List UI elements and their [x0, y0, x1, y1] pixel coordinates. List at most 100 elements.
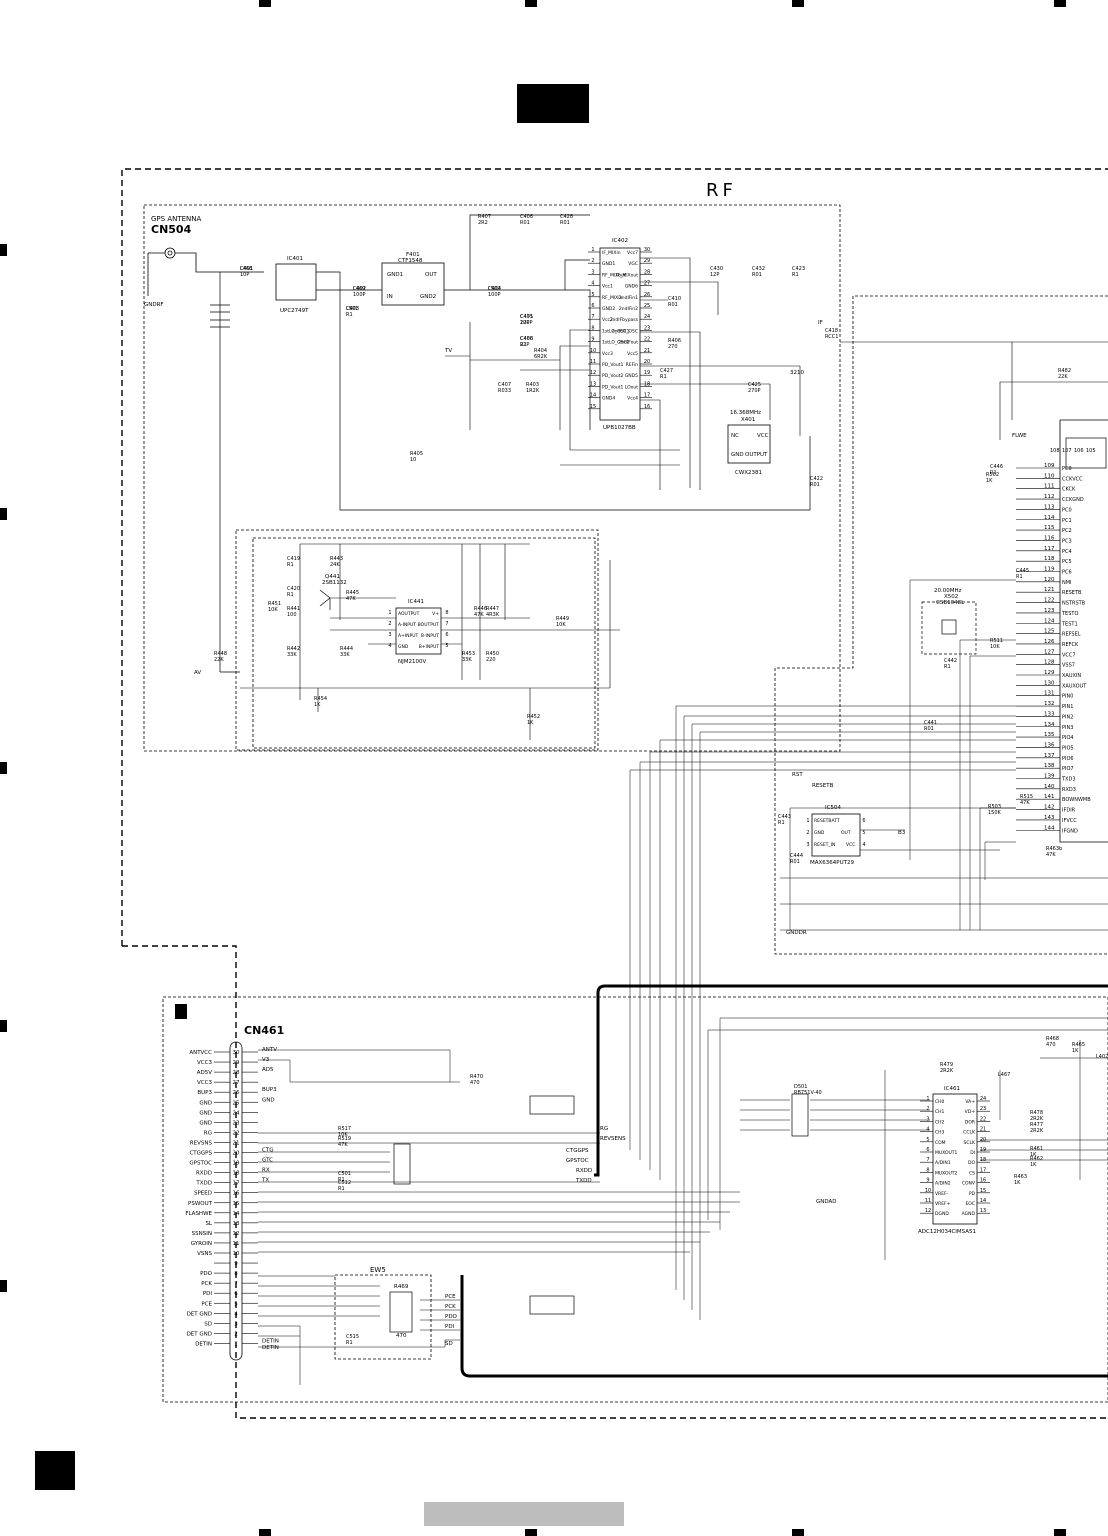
ic441-pin-name: B+INPUT [419, 644, 440, 650]
ic461-pin-num: 5 [926, 1137, 929, 1143]
ic441-pin-name: A+INPUT [398, 633, 419, 639]
cn461-pin-num: 21 [233, 1140, 240, 1146]
cn461-pin-num: 7 [234, 1281, 238, 1287]
component-value: 22K [1058, 374, 1068, 380]
cpu-pin-num: 118 [1044, 556, 1055, 562]
ic461-pin-name: EOC [965, 1201, 975, 1207]
ic461-pin-num: 16 [980, 1178, 986, 1184]
cpu-pin-num: 140 [1044, 784, 1055, 790]
cpu-pin-num: 127 [1044, 649, 1055, 655]
ic402-pin-num: 28 [644, 269, 650, 275]
cpu-top-pin-num: 108 [1050, 448, 1060, 454]
x401-freq: 16.368MHz [730, 410, 761, 416]
lower-wires [707, 1017, 1108, 1260]
component-ref: C423 [792, 266, 805, 272]
component-value: 47K [1020, 800, 1030, 806]
component-value: 100 [287, 612, 297, 618]
cn461-pin-num: 10 [233, 1251, 240, 1257]
component-value: 47K [346, 596, 356, 602]
cpu-pin-num: 129 [1044, 670, 1055, 676]
component-value: 1K [986, 478, 993, 484]
component-value: 470 [1046, 1042, 1056, 1048]
ic461-pin-num: 22 [980, 1116, 986, 1122]
component-ref: L467 [998, 1072, 1010, 1078]
component-ref: D501 [794, 1084, 807, 1090]
ic402-pin-num: 6 [591, 303, 594, 309]
cpu-pin-name: CCKGND [1062, 497, 1084, 503]
cpu-pin-name: TXD3 [1061, 777, 1076, 783]
component-ref: C442 [944, 658, 957, 664]
frames [121, 168, 1108, 1419]
component-ref: R443 [330, 556, 343, 562]
component-ref: C515 [346, 1334, 359, 1340]
component-ref: C471 [520, 314, 533, 320]
ic402-pin-name: VGC [628, 261, 638, 267]
ic402-pin-name: 1stLO_OSC2 [602, 340, 630, 346]
cn461-pin-num: 19 [233, 1161, 240, 1167]
component-value: 33K [340, 652, 350, 658]
cpu-pin-num: 124 [1044, 618, 1055, 624]
component-ref: R463 [1014, 1174, 1027, 1180]
ic402-pin-name: IF_MIXin [602, 250, 621, 256]
component-value: 2R2K [1030, 1128, 1044, 1134]
cpu-pin-name: PIN0 [1062, 694, 1073, 700]
cn461-pin-name: GND [199, 1110, 212, 1116]
cn461-pin-name: GPSTOC [189, 1161, 212, 1167]
q441: Q441 2SB1132 [319, 574, 347, 610]
component-value: 2R2K [940, 1068, 954, 1074]
cpu-pin-num: 128 [1044, 660, 1055, 666]
component-value: 270 [668, 344, 678, 350]
cn461-pin-name: PSWOUT [188, 1201, 213, 1207]
ic461-pin-name: VREF- [935, 1191, 949, 1197]
component-ref: R482 [1058, 368, 1071, 374]
component-ref: R444 [340, 646, 353, 652]
cpu-pin-num: 139 [1044, 774, 1055, 780]
component-value: R1 [287, 562, 294, 568]
net-gndad: GNDAD [816, 1199, 837, 1205]
f401: F401 CTF1548 GND1 OUT IN GND2 [381, 252, 445, 306]
ic461-pin-name: DI [970, 1150, 975, 1156]
cpu-pin-num: 136 [1044, 742, 1055, 748]
component-ref: C432 [752, 266, 765, 272]
component-value: R1 [660, 374, 667, 380]
ic401: IC401 UPC2749T [275, 256, 317, 314]
ic402-pin-num: 22 [644, 337, 650, 343]
component-ref: R403 [526, 382, 539, 388]
cpu-pin-name: PIO4 [1062, 735, 1074, 741]
cn461-pin-num: 11 [233, 1241, 240, 1247]
component-value: 6R2K [534, 354, 548, 360]
ic402-pin-name: Vcc5 [627, 351, 638, 357]
cpu-pin-name: NSTRSTB [1062, 601, 1086, 607]
section-title: RF [706, 180, 737, 201]
ic441-ref: IC441 [408, 599, 424, 605]
ic441-pin-name: AOUTPUT [398, 611, 420, 617]
cn461-net-name: AD5 [262, 1067, 274, 1073]
component-ref: R407 [478, 214, 491, 220]
component-ref: C427 [660, 368, 673, 374]
cpu-pin-name: PIN2 [1062, 714, 1073, 720]
cn461-pin-num: 15 [233, 1201, 240, 1207]
ic402-pin-num: 12 [590, 370, 596, 376]
cpu-pin-name: PIO6 [1062, 756, 1074, 762]
cn461-net-name: CTG [262, 1148, 273, 1154]
cpu-pin-name: PIN1 [1062, 704, 1073, 710]
component-ref: R442 [287, 646, 300, 652]
component-ref: R441 [287, 606, 300, 612]
component-ref: R477 [1030, 1122, 1043, 1128]
cpu-pin-num: 125 [1044, 629, 1055, 635]
